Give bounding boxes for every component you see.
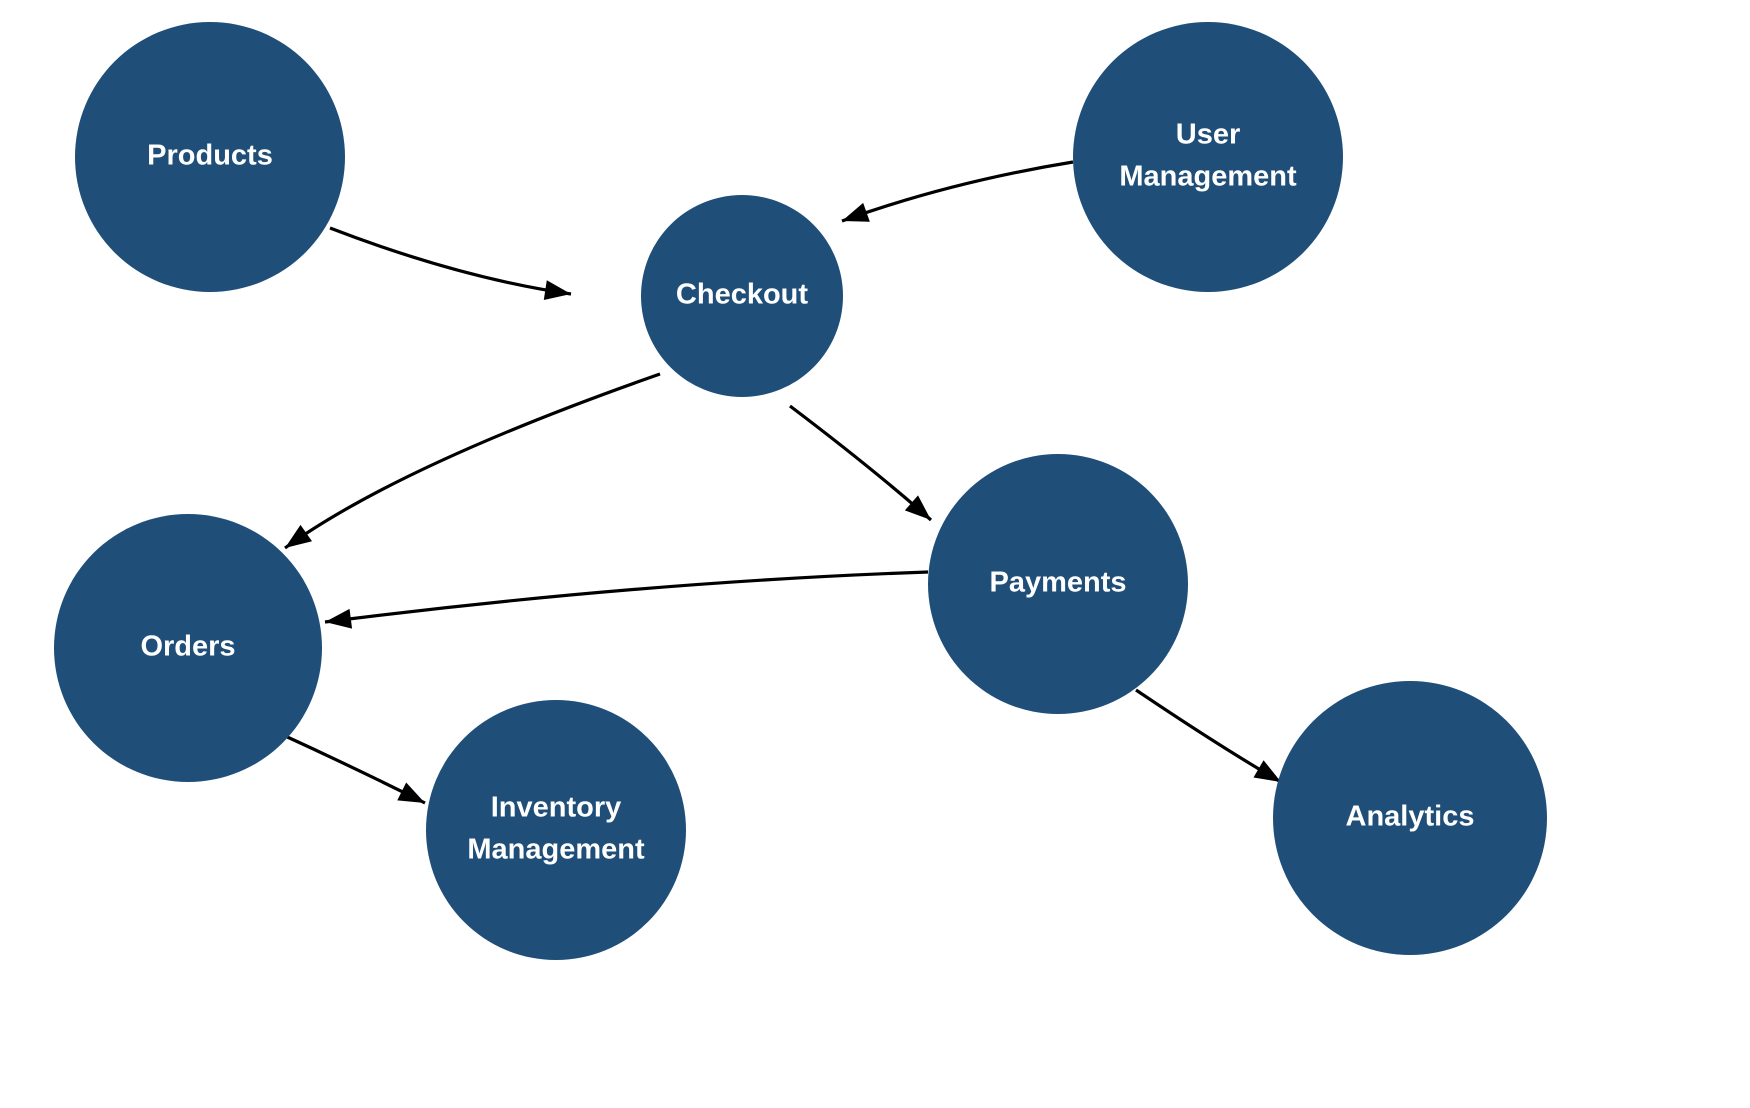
arrowhead-icon [325, 608, 353, 629]
edge-orders-to-inventory [282, 733, 426, 805]
node-circle-orders[interactable] [54, 514, 322, 782]
edge-products-to-checkout [329, 226, 572, 300]
edge-payments-to-orders [324, 570, 929, 629]
arrowhead-icon [397, 782, 425, 803]
node-analytics[interactable]: Analytics [1273, 681, 1547, 955]
edge-payments-to-analytics [1135, 688, 1282, 784]
node-payments[interactable]: Payments [928, 454, 1188, 714]
node-circle-inventory[interactable] [426, 700, 686, 960]
node-checkout[interactable]: Checkout [641, 195, 843, 397]
node-products[interactable]: Products [75, 22, 345, 292]
node-circle-products[interactable] [75, 22, 345, 292]
edge-checkout-to-orders [284, 372, 661, 550]
node-circle-payments[interactable] [928, 454, 1188, 714]
edges-layer [282, 160, 1282, 805]
arrowhead-icon [1253, 760, 1281, 782]
node-circle-checkout[interactable] [641, 195, 843, 397]
node-orders[interactable]: Orders [54, 514, 322, 782]
arrowhead-icon [285, 524, 313, 548]
arrowhead-icon [842, 202, 870, 222]
arrowhead-icon [543, 280, 571, 300]
edge-user_mgmt-to-checkout [841, 160, 1074, 223]
arrowhead-icon [904, 495, 931, 520]
node-circle-user_mgmt[interactable] [1073, 22, 1343, 292]
edge-checkout-to-payments [789, 404, 933, 522]
node-circle-analytics[interactable] [1273, 681, 1547, 955]
